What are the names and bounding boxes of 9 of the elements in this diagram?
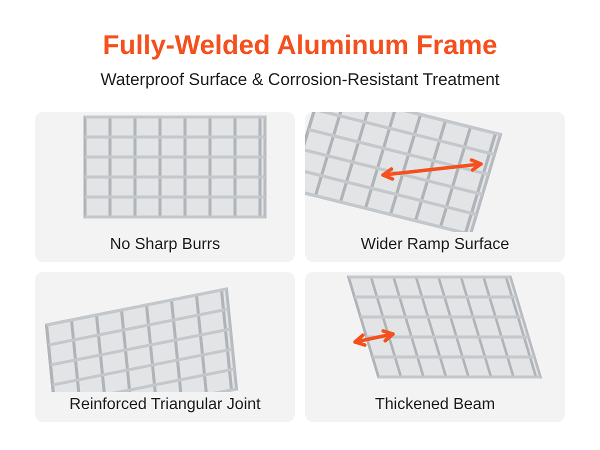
feature-card xyxy=(35,272,295,422)
feature-caption: Wider Ramp Surface xyxy=(360,236,510,254)
feature-card xyxy=(305,272,565,422)
feature-card xyxy=(305,112,565,262)
feature-card xyxy=(35,112,295,262)
subtitle: Waterproof Surface & Corrosion-Resistant Treatment xyxy=(100,70,500,90)
title: Fully-Welded Aluminum Frame xyxy=(102,30,498,61)
feature-caption: Reinforced Triangular Joint xyxy=(69,396,261,414)
feature-caption: No Sharp Burrs xyxy=(110,236,220,254)
